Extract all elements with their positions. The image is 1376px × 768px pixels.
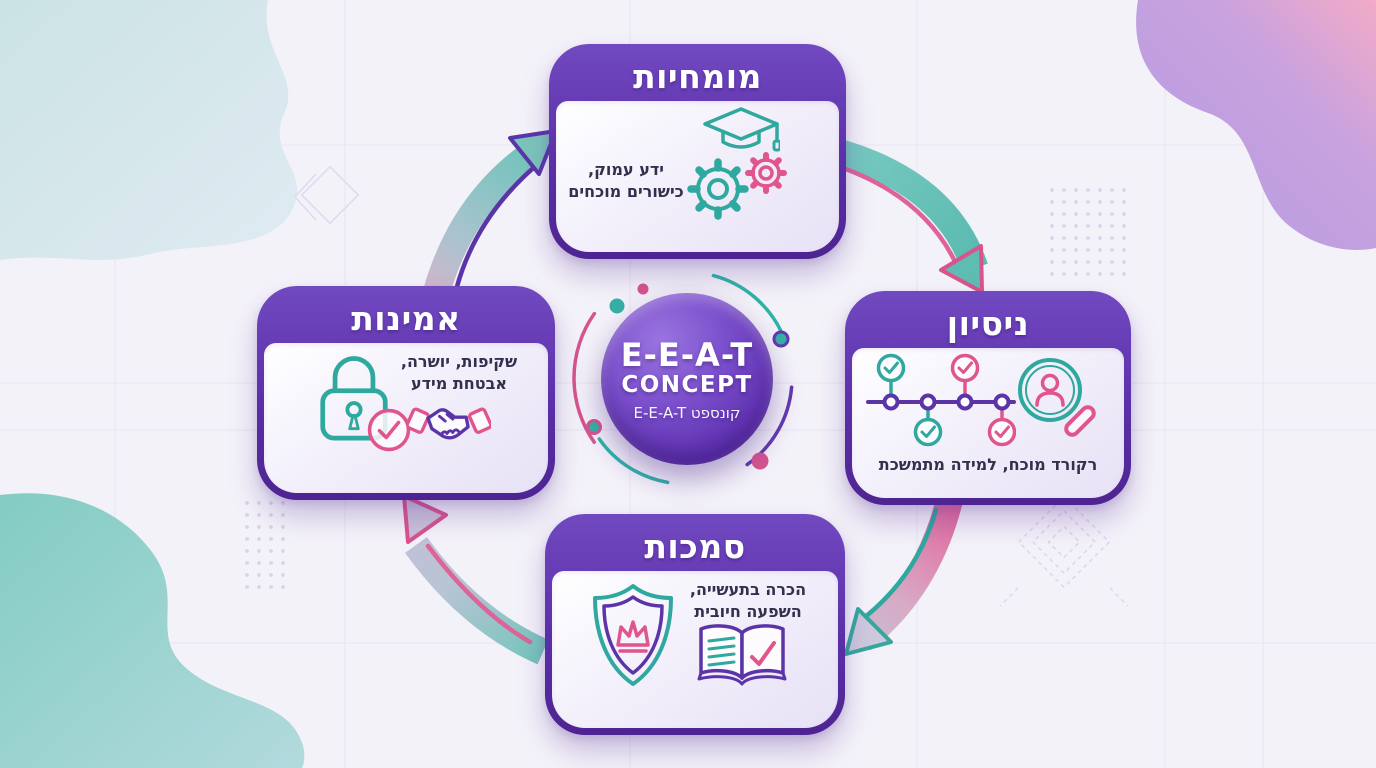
open-book-check-icon [697, 624, 787, 686]
card-expertise-desc: ידע עמוק,כישורים מוכחים [568, 160, 684, 201]
card-experience-title: ניסיון [946, 303, 1030, 343]
card-experience-body: רקורד מוכח, למידה מתמשכת [852, 348, 1124, 498]
shield-crown-icon [593, 584, 673, 686]
card-trust: אמינות שקיפות, יושרה,אבטחת מידע [257, 286, 555, 500]
card-expertise-body: ידע עמוק,כישורים מוכחים [556, 101, 839, 252]
diamond-decoration-left [293, 165, 360, 225]
corner-blob-top-right [1136, 0, 1376, 250]
card-authority-desc: הכרה בתעשייה,השפעה חיובית [689, 580, 807, 621]
card-authority-title: סמכות [644, 526, 746, 566]
center-subtitle-latin: CONCEPT [621, 372, 753, 398]
dots-pattern-bottom-left [241, 497, 291, 589]
card-trust-body: שקיפות, יושרה,אבטחת מידע [264, 343, 548, 493]
timeline-checks-icon [866, 353, 1016, 447]
card-experience-desc: רקורד מוכח, למידה מתמשכת [878, 455, 1098, 474]
gear-icon [687, 158, 749, 220]
corner-blob-bottom-left [0, 493, 305, 768]
card-authority: סמכות הכרה בתעשייה,השפעה חיובית [545, 514, 845, 735]
card-trust-title: אמינות [351, 298, 461, 338]
arrow-top-to-right [825, 136, 988, 294]
handshake-icon [407, 407, 491, 440]
card-trust-desc: שקיפות, יושרה,אבטחת מידע [400, 352, 518, 393]
diamond-decoration-right [999, 477, 1129, 607]
small-gear-icon [745, 152, 787, 194]
graduation-cap-icon [703, 107, 780, 152]
corner-blob-top-left [0, 0, 298, 260]
center-badge: E-E-A-T CONCEPT קונספט E-E-A-T [601, 293, 773, 465]
check-circle-icon [367, 408, 411, 452]
card-expertise-title: מומחיות [633, 56, 762, 96]
center-subtitle-hebrew: קונספט E-E-A-T [633, 404, 741, 422]
card-authority-body: הכרה בתעשייה,השפעה חיובית [552, 571, 838, 728]
magnifier-person-icon [1018, 358, 1096, 437]
arrow-right-to-bottom [844, 494, 964, 656]
arrow-bottom-to-left [402, 494, 549, 665]
card-expertise: מומחיות [549, 44, 846, 259]
dots-pattern-top-right [1046, 184, 1134, 276]
center-title-latin: E-E-A-T [620, 336, 754, 374]
center-ring-decoration [572, 264, 800, 492]
card-experience: ניסיון [845, 291, 1131, 505]
